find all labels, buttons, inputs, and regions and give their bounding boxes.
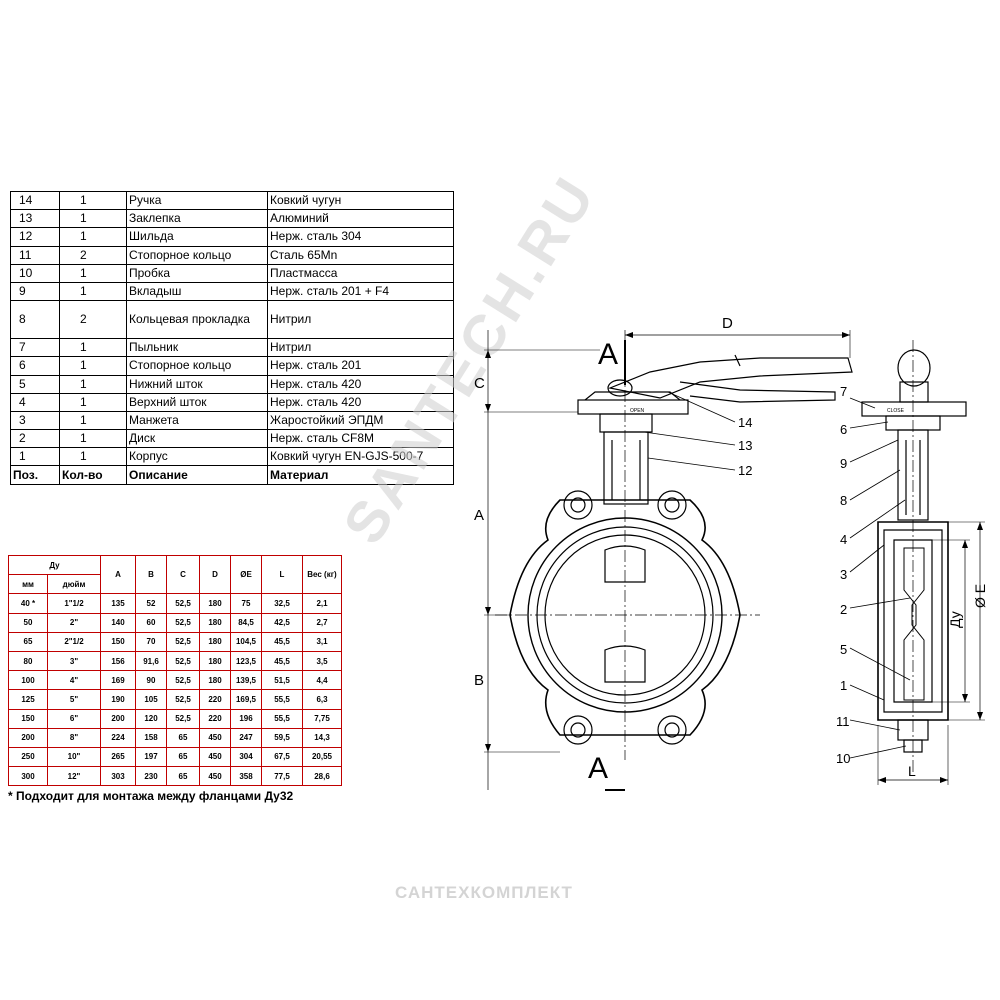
callout-14: 14: [738, 415, 752, 430]
parts-pos: 12: [10, 227, 60, 247]
callout-5: 5: [840, 642, 847, 657]
callout-9: 9: [840, 456, 847, 471]
handle-close-text: CLOSE: [887, 408, 905, 414]
parts-desc: Пробка: [126, 263, 268, 283]
callout-10: 10: [836, 751, 850, 766]
callout-12: 12: [738, 463, 752, 478]
parts-desc: Манжета: [126, 410, 268, 431]
dims-cell: 77,5: [261, 766, 303, 787]
dim-label-e: Ø E: [972, 584, 988, 608]
dim-label-l: L: [908, 763, 916, 779]
parts-qty: 1: [59, 392, 127, 412]
header-a: A: [100, 554, 136, 595]
dim-label-a: A: [474, 507, 484, 524]
parts-pos: 3: [10, 410, 60, 431]
callout-1: 1: [840, 678, 847, 693]
parts-qty: 1: [59, 338, 127, 358]
parts-desc: Кольцевая прокладка: [126, 300, 268, 340]
parts-material: Нерж. сталь CF8M: [267, 429, 454, 449]
dim-label-b: B: [474, 672, 484, 689]
callout-3: 3: [840, 567, 847, 582]
neck: [603, 431, 649, 505]
section-label-top: A: [598, 338, 618, 371]
parts-pos: 11: [10, 245, 60, 265]
parts-material: Нерж. сталь 201: [267, 356, 454, 376]
dims-cell: 28,6: [302, 766, 342, 787]
side-plate: [861, 401, 967, 417]
parts-material: Нерж. сталь 420: [267, 374, 454, 394]
disc-hub-top: [604, 545, 646, 583]
section-label-bottom: A: [588, 752, 608, 785]
parts-qty: 1: [59, 447, 127, 467]
parts-desc: Вкладыш: [126, 281, 268, 302]
header-b: B: [135, 554, 167, 595]
dim-label-c: C: [474, 375, 485, 392]
dim-label-d: D: [722, 315, 733, 332]
parts-material: Нерж. сталь 420: [267, 392, 454, 412]
callout-11: 11: [836, 714, 850, 729]
parts-pos: 4: [10, 392, 60, 412]
dim-label-du: Ду: [947, 611, 963, 628]
callout-13: 13: [738, 438, 752, 453]
parts-desc: Пыльник: [126, 338, 268, 358]
handle-open-text: OPEN: [630, 408, 645, 414]
callout-8: 8: [840, 493, 847, 508]
parts-material: Жаростойкий ЭПДМ: [267, 410, 454, 431]
parts-pos: 10: [10, 263, 60, 283]
parts-desc: Стопорное кольцо: [126, 245, 268, 265]
parts-qty: 1: [59, 410, 127, 431]
header-l: L: [261, 554, 303, 595]
parts-header-cell: Материал: [267, 465, 454, 485]
parts-material: Пластмасса: [267, 263, 454, 283]
parts-desc: Нижний шток: [126, 374, 268, 394]
parts-material: Нитрил: [267, 300, 454, 340]
callout-4: 4: [840, 532, 847, 547]
parts-header-cell: Кол-во: [59, 465, 127, 485]
dimensions-table: Ду A B C D ØE L Вес (кг) мм дюйм 40 *1"1…: [8, 554, 342, 787]
handle: [607, 357, 853, 399]
parts-material: Сталь 65Mn: [267, 245, 454, 265]
footnote: * Подходит для монтажа между фланцами Ду…: [8, 789, 294, 803]
parts-material: Нерж. сталь 201 + F4: [267, 281, 454, 302]
callout-2: 2: [840, 602, 847, 617]
parts-desc: Стопорное кольцо: [126, 356, 268, 376]
header-weight: Вес (кг): [302, 554, 342, 595]
watermark-brand: САНТЕХКОМПЛЕКТ: [395, 883, 573, 902]
disc-hub-bottom: [604, 645, 646, 683]
plug-top: [897, 349, 931, 387]
valve-body: [509, 499, 741, 736]
callout-6: 6: [840, 422, 847, 437]
parts-material: Нитрил: [267, 338, 454, 358]
parts-header-cell: Поз.: [10, 465, 60, 485]
callout-7: 7: [840, 384, 847, 399]
parts-material: Ковкий чугун EN-GJS-500-7: [267, 447, 454, 467]
parts-desc: Верхний шток: [126, 392, 268, 412]
parts-desc: Диск: [126, 429, 268, 449]
